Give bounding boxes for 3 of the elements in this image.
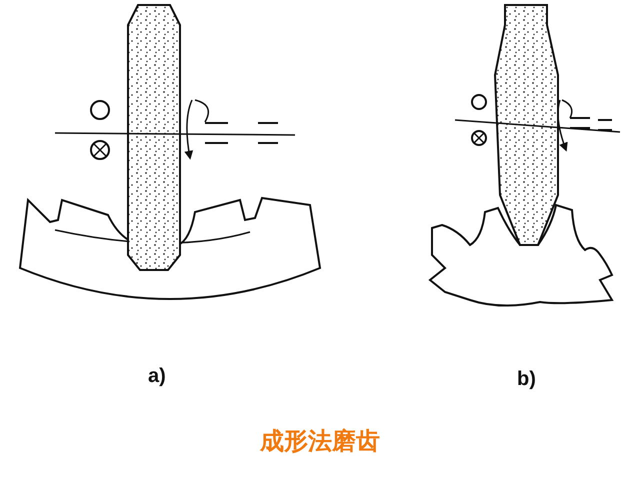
caption: 成形法磨齿	[258, 426, 381, 457]
panel-label: a)	[148, 365, 166, 388]
panel-label: b)	[517, 368, 536, 391]
